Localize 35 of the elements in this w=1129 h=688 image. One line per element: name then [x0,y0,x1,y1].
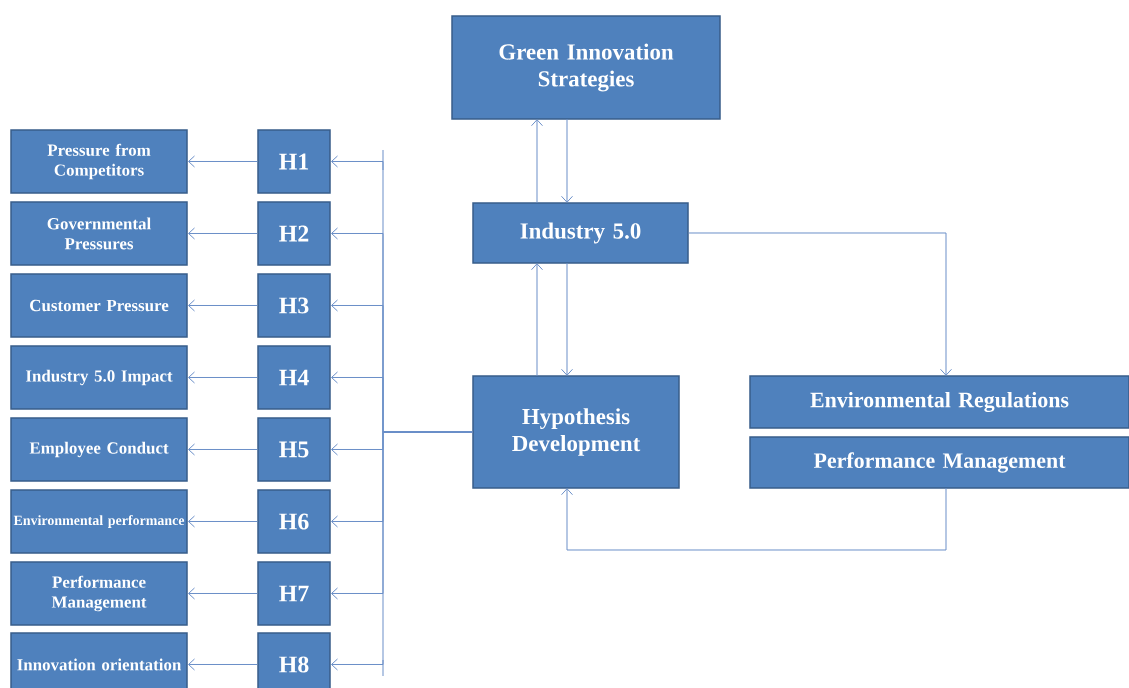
arrow [531,119,543,204]
arrow [188,587,258,600]
arrow [188,155,258,168]
arrow [688,232,952,376]
hypothesis-box: H2 [257,201,331,266]
concept-box: Performance Management [10,561,188,626]
concept-box: Pressure from Competitors [10,129,188,194]
arrow [561,262,573,376]
concept-box: Environmental performance [10,489,188,554]
concept-box: Industry 5.0 [472,202,689,264]
hypothesis-box: H3 [257,273,331,338]
arrow [188,443,258,456]
arrow [561,118,573,203]
concept-box: Governmental Pressures [10,201,188,266]
hypothesis-box: H5 [257,417,331,482]
concept-box: Innovation orientation [10,632,188,688]
hypothesis-box: H6 [257,489,331,554]
arrow [188,227,258,240]
concept-box: Performance Management [749,436,1129,489]
concept-box: Environmental Regulations [749,375,1129,429]
concept-box: Employee Conduct [10,417,188,482]
hypothesis-box: H4 [257,345,331,410]
arrow [188,515,258,528]
concept-box: Customer Pressure [10,273,188,338]
arrow [188,299,258,312]
arrow [561,487,947,551]
hypothesis-box: H1 [257,129,331,194]
arrow [531,263,543,377]
concept-box: Industry 5.0 Impact [10,345,188,410]
hypothesis-box: H7 [257,561,331,626]
concept-box: Green Innovation Strategies [451,15,721,120]
arrow [188,371,258,384]
concept-box: Hypothesis Development [472,375,680,489]
hypothesis-box: H8 [257,632,331,688]
arrow [188,658,258,671]
